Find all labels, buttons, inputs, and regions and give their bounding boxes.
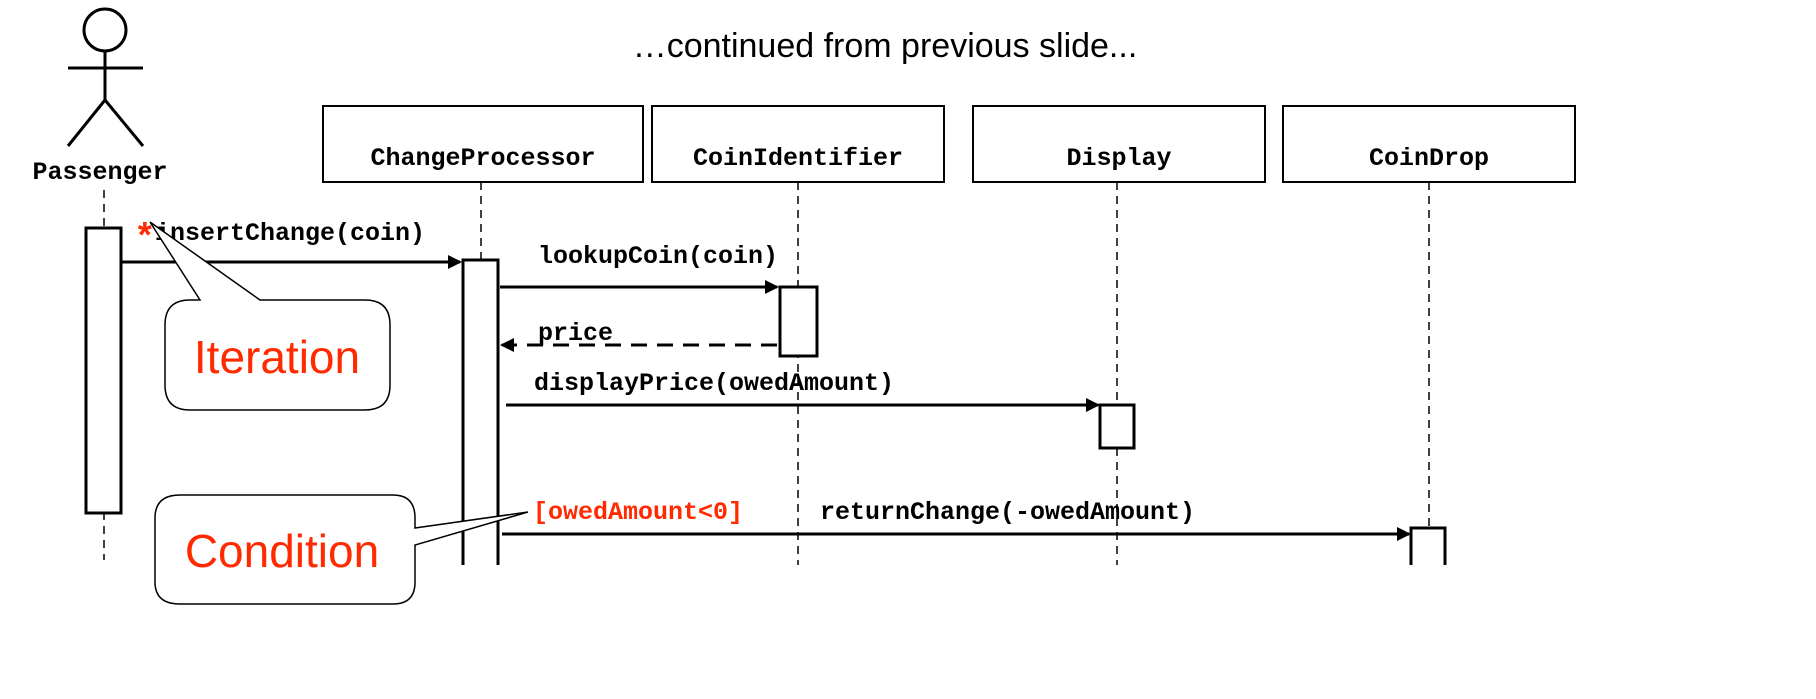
slide-subtitle: …continued from previous slide... [633, 27, 1138, 65]
condition-callout: Condition [154, 494, 529, 605]
participant-coindrop-label: CoinDrop [1369, 144, 1489, 173]
message-insertchange-label: insertChange(coin) [155, 219, 425, 248]
actor-passenger-label: Passenger [32, 158, 167, 187]
activation-passenger [84, 226, 123, 515]
iteration-marker: * [134, 218, 156, 259]
activation-display [1098, 403, 1136, 450]
participant-display: Display [972, 105, 1266, 183]
message-displayprice-label: displayPrice(owedAmount) [534, 369, 894, 398]
participant-changeprocessor-label: ChangeProcessor [370, 144, 595, 173]
participant-coinidentifier-label: CoinIdentifier [693, 144, 903, 173]
message-returnchange-label: returnChange(-owedAmount) [820, 498, 1195, 527]
participant-coindrop: CoinDrop [1282, 105, 1576, 183]
message-lookupcoin-label: lookupCoin(coin) [538, 242, 778, 271]
iteration-callout: Iteration [149, 221, 391, 411]
participant-display-label: Display [1066, 144, 1171, 173]
iteration-callout-label: Iteration [194, 331, 360, 383]
participant-changeprocessor: ChangeProcessor [322, 105, 644, 183]
condition-callout-label: Condition [185, 525, 379, 577]
participant-coinidentifier: CoinIdentifier [651, 105, 945, 183]
stick-figure-icon [66, 7, 145, 147]
activation-changeprocessor [461, 258, 500, 565]
message-price-return-label: price [538, 319, 613, 348]
message-guard-condition-label: [owedAmount<0] [533, 498, 743, 527]
activation-coindrop [1409, 526, 1447, 565]
activation-coinidentifier [778, 285, 819, 358]
